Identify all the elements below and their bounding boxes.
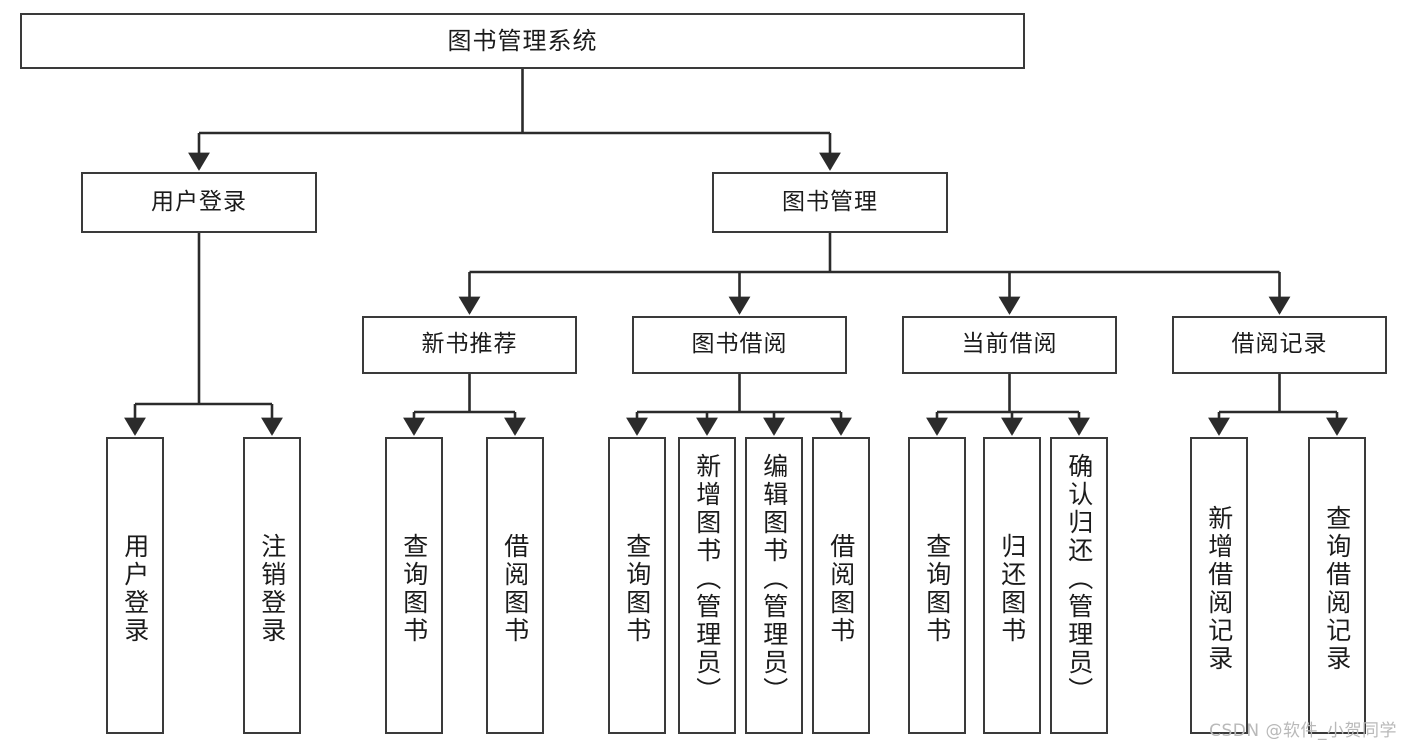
node-label: 新书推荐 [421,331,518,358]
node-leaf-query-book-rec[interactable]: 查询图书 [385,437,443,734]
node-label: 新增图书（管理员） [692,453,722,705]
node-label-wrap: 用户登录 [108,445,162,732]
node-label: 借阅图书 [500,532,530,645]
node-label-wrap: 新增借阅记录 [1192,445,1246,732]
node-label: 新增借阅记录 [1204,504,1234,673]
node-label: 查询图书 [922,532,952,645]
node-label: 借阅图书 [826,532,856,645]
node-label-wrap: 借阅图书 [814,445,868,732]
node-leaf-logout[interactable]: 注销登录 [243,437,301,734]
node-label: 图书管理 [782,188,878,215]
node-label: 借阅记录 [1231,331,1328,358]
node-label-wrap: 归还图书 [985,445,1039,732]
node-label: 查询借阅记录 [1322,504,1352,673]
node-label: 用户登录 [120,532,150,645]
node-label: 图书管理系统 [447,26,598,55]
node-book-manage[interactable]: 图书管理 [712,172,948,233]
node-root-root[interactable]: 图书管理系统 [20,13,1025,69]
node-label-wrap: 借阅图书 [488,445,542,732]
node-leaf-borrow-book-rec[interactable]: 借阅图书 [486,437,544,734]
node-label: 归还图书 [997,532,1027,645]
node-leaf-return-book[interactable]: 归还图书 [983,437,1041,734]
node-label-wrap: 注销登录 [245,445,299,732]
node-label: 编辑图书（管理员） [759,453,789,705]
node-label: 查询图书 [399,532,429,645]
watermark: CSDN @软件_小贺同学 [1209,721,1397,741]
node-leaf-borrow-book-bor[interactable]: 借阅图书 [812,437,870,734]
node-label: 用户登录 [151,188,247,215]
node-label: 查询图书 [622,532,652,645]
node-leaf-query-book-bor[interactable]: 查询图书 [608,437,666,734]
node-label-wrap: 查询图书 [387,445,441,732]
node-label: 图书借阅 [691,331,788,358]
node-label-wrap: 查询图书 [910,445,964,732]
node-leaf-query-book-cur[interactable]: 查询图书 [908,437,966,734]
node-label-wrap: 查询图书 [610,445,664,732]
node-leaf-confirm-return[interactable]: 确认归还（管理员） [1050,437,1108,734]
node-book-borrow[interactable]: 图书借阅 [632,316,847,374]
node-leaf-query-record[interactable]: 查询借阅记录 [1308,437,1366,734]
node-label: 注销登录 [257,532,287,645]
node-label-wrap: 查询借阅记录 [1310,445,1364,732]
node-leaf-edit-book[interactable]: 编辑图书（管理员） [745,437,803,734]
node-label: 确认归还（管理员） [1064,453,1094,705]
node-borrow-record[interactable]: 借阅记录 [1172,316,1387,374]
node-label-wrap: 编辑图书（管理员） [747,445,801,732]
node-user-login[interactable]: 用户登录 [81,172,317,233]
node-label: 当前借阅 [961,331,1058,358]
node-leaf-user-login[interactable]: 用户登录 [106,437,164,734]
node-leaf-add-book[interactable]: 新增图书（管理员） [678,437,736,734]
node-leaf-add-record[interactable]: 新增借阅记录 [1190,437,1248,734]
node-label-wrap: 新增图书（管理员） [680,445,734,732]
node-current-borrow[interactable]: 当前借阅 [902,316,1117,374]
node-label-wrap: 确认归还（管理员） [1052,445,1106,732]
node-new-book-recommend[interactable]: 新书推荐 [362,316,577,374]
